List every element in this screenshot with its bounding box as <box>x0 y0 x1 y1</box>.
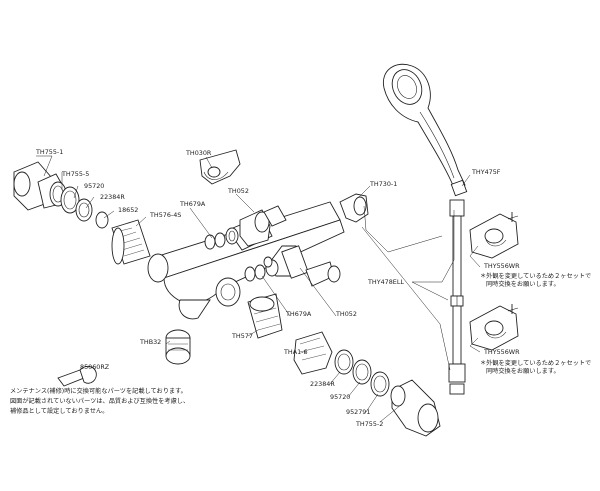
label-952791: 952791 <box>346 408 370 416</box>
label-thy556wr-lower: THY556WR <box>483 348 520 356</box>
lower-note-line-2: 同時交換をお願いします。 <box>486 367 560 375</box>
lower-bracket-drawing <box>469 304 519 351</box>
label-22384r-bottom: 22384R <box>310 380 335 388</box>
left-rings-drawing <box>49 181 109 229</box>
shower-head-drawing <box>382 63 468 197</box>
upper-note-line-2: 同時交換をお願いします。 <box>486 280 560 288</box>
label-thy478ell: THY478ELL <box>367 278 404 286</box>
label-18652: 18652 <box>118 206 138 214</box>
right-cartridge-drawing <box>293 331 390 397</box>
label-th755-1: TH755-1 <box>35 148 63 156</box>
upper-valve-parts-drawing <box>204 205 287 250</box>
upper-note-line-1: ＊外観を変更しているため２ヶセットで <box>480 272 591 280</box>
footnote: メンテナンス(補修)時に交換可能なパーツを記載しております。 図面が記載されてい… <box>10 387 189 415</box>
label-thb32: THB32 <box>139 338 161 346</box>
right-handle-drawing <box>390 379 441 437</box>
label-th052-bottom: TH052 <box>335 310 357 318</box>
upper-bracket-drawing <box>469 212 519 259</box>
label-th576-4s: TH576-4S <box>149 211 181 219</box>
label-th679a-top: TH679A <box>179 200 206 208</box>
label-thy556wr-upper: THY556WR <box>483 262 520 270</box>
th030r-clip-drawing <box>199 149 241 185</box>
label-th755-2: TH755-2 <box>355 420 383 428</box>
lower-valve-parts-drawing <box>244 256 283 339</box>
label-th755-5: TH755-5 <box>61 170 89 178</box>
footnote-line-3: 補修品として設定しておりません。 <box>10 407 108 415</box>
footnote-line-1: メンテナンス(補修)時に交換可能なパーツを記載しております。 <box>10 387 187 395</box>
bracket-notes: ＊外観を変更しているため２ヶセットで 同時交換をお願いします。 ＊外観を変更して… <box>480 272 591 375</box>
label-th577: TH577 <box>231 332 253 340</box>
label-th730-1: TH730-1 <box>369 180 397 188</box>
label-thy475f: THY475F <box>471 168 501 176</box>
label-22384r-top: 22384R <box>100 193 125 201</box>
lower-note-line-1: ＊外観を変更しているため２ヶセットで <box>480 359 591 367</box>
label-th052-top: TH052 <box>227 187 249 195</box>
leader-lines <box>36 155 481 423</box>
label-95720-top: 95720 <box>84 182 104 190</box>
label-tha1-6: THA1-6 <box>283 348 308 356</box>
shower-hose-drawing <box>448 199 466 395</box>
part-labels: TH755-1 TH755-5 95720 22384R 18652 TH576… <box>35 148 520 428</box>
footnote-line-2: 図面が記載されていないパーツは、品質および互換性を考慮し、 <box>10 397 189 405</box>
label-th679a-bottom: TH679A <box>285 310 312 318</box>
elbow-drawing <box>339 193 369 223</box>
thb32-filter-drawing <box>165 329 191 365</box>
label-95720-bottom: 95720 <box>330 393 350 401</box>
left-cartridge-drawing <box>111 219 151 265</box>
label-th030r: TH030R <box>185 149 212 157</box>
key-drawing <box>57 365 97 387</box>
label-85060rz: 85060RZ <box>80 363 110 371</box>
